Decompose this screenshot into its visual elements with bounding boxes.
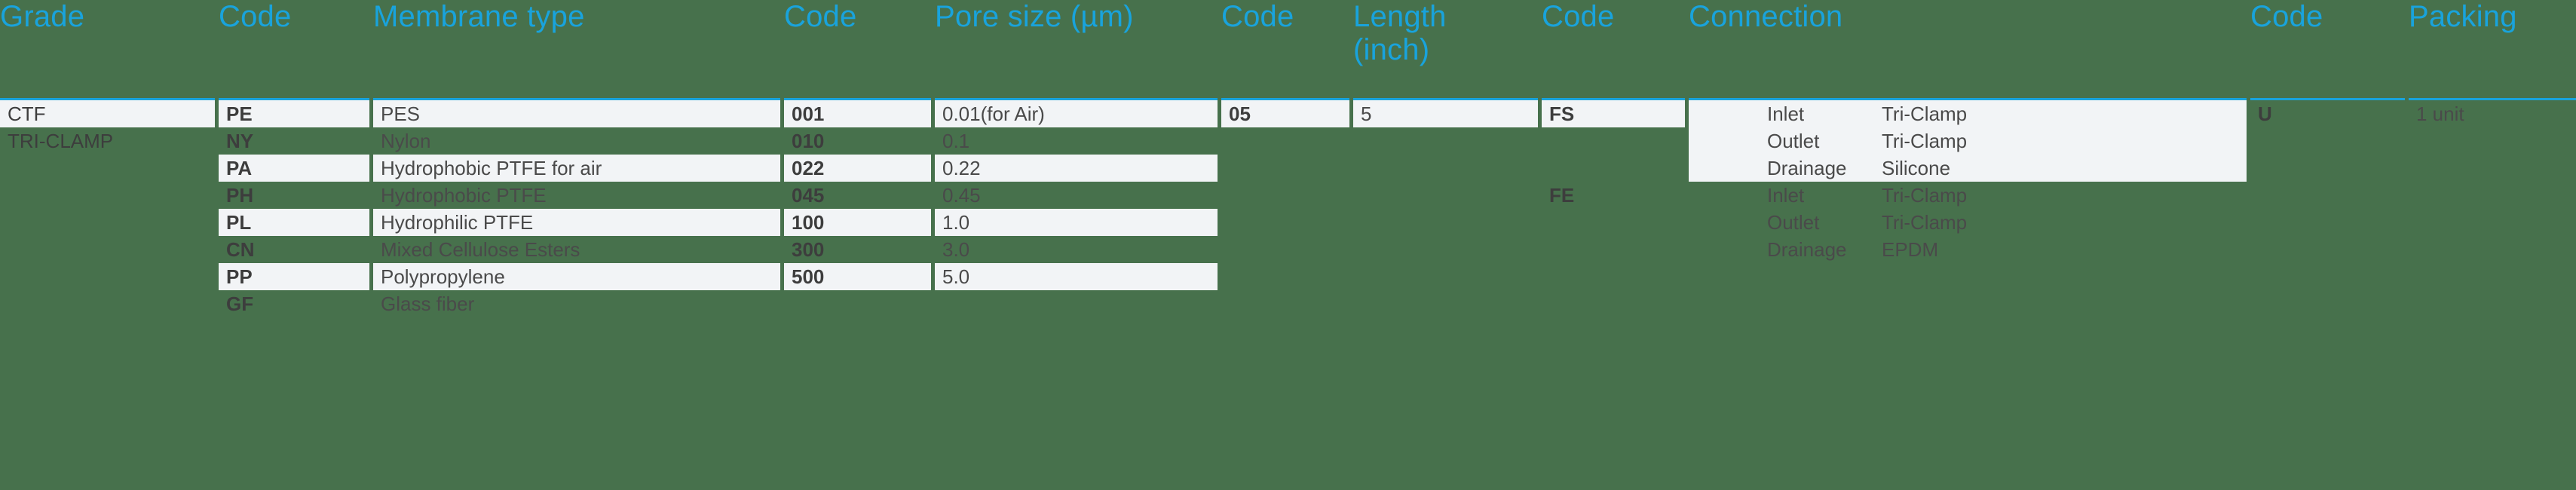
table-cell-pore-code: 010 bbox=[792, 130, 825, 152]
table-cell-membrane-code: GF bbox=[226, 292, 254, 315]
table-cell-membrane-type: Glass fiber bbox=[381, 292, 475, 315]
connection-port-value: Tri-Clamp bbox=[1882, 211, 1968, 234]
header-rule-length-code bbox=[1221, 98, 1349, 100]
connection-port-label: Inlet bbox=[1767, 103, 1805, 125]
column-header-length: Length (inch) bbox=[1353, 0, 1447, 66]
column-header-pore-code: Code bbox=[784, 0, 857, 33]
header-rule-pore-size bbox=[935, 98, 1218, 100]
connection-row: Inlet Tri-Clamp bbox=[1689, 182, 2247, 209]
table-cell-membrane-type: Nylon bbox=[381, 130, 431, 152]
connection-port-value: EPDM bbox=[1882, 238, 1939, 261]
table-cell-pore-code: 500 bbox=[784, 263, 931, 290]
table-cell-membrane-code: PA bbox=[219, 155, 369, 182]
table-cell-pore-size: 0.1 bbox=[942, 130, 970, 152]
cells-connection: Inlet Tri-Clamp Outlet Tri-Clamp Drainag… bbox=[1689, 100, 2247, 263]
header-rule-length bbox=[1353, 98, 1538, 100]
connection-port-value: Silicone bbox=[1882, 157, 1951, 179]
table-cell-pore-size: 0.01(for Air) bbox=[935, 100, 1218, 127]
header-rule-pore-code bbox=[784, 98, 931, 100]
table-cell-membrane-type: PES bbox=[373, 100, 780, 127]
connection-group: Inlet Tri-Clamp Outlet Tri-Clamp Drainag… bbox=[1689, 182, 2247, 263]
connection-port-label: Drainage bbox=[1767, 238, 1847, 261]
table-cell-pore-code: 022 bbox=[784, 155, 931, 182]
table-cell-pore-size: 1.0 bbox=[935, 209, 1218, 236]
table-cell-membrane-code: PH bbox=[226, 184, 254, 207]
connection-port-value: Tri-Clamp bbox=[1882, 130, 1968, 152]
table-cell-membrane-type: Hydrophobic PTFE for air bbox=[373, 155, 780, 182]
column-header-connection-code: Code bbox=[1542, 0, 1615, 33]
column-header-grade: Grade bbox=[0, 0, 85, 33]
table-cell-pore-size: 3.0 bbox=[942, 238, 970, 261]
header-rule-packing bbox=[2409, 98, 2576, 100]
connection-port-label: Outlet bbox=[1767, 130, 1820, 152]
connection-row: Outlet Tri-Clamp bbox=[1689, 209, 2247, 236]
cells-connection-code: FS FE bbox=[1542, 100, 1685, 209]
table-cell-membrane-type: Hydrophilic PTFE bbox=[373, 209, 780, 236]
column-header-length-code: Code bbox=[1221, 0, 1294, 33]
cells-packing: 1 unit bbox=[2409, 100, 2576, 127]
header-rule-grade bbox=[0, 98, 215, 100]
table-cell-length-code: 05 bbox=[1221, 100, 1349, 127]
table-cell-pore-size: 0.45 bbox=[942, 184, 981, 207]
table-cell-grade: TRI-CLAMP bbox=[8, 130, 114, 152]
table-cell-membrane-type: Polypropylene bbox=[373, 263, 780, 290]
cells-membrane-type: PES Nylon Hydrophobic PTFE for air Hydro… bbox=[373, 100, 780, 317]
connection-port-value: Tri-Clamp bbox=[1882, 184, 1968, 207]
table-cell-pore-code: 045 bbox=[792, 184, 825, 207]
connection-port-label: Drainage bbox=[1767, 157, 1847, 179]
table-cell-membrane-code: PL bbox=[219, 209, 369, 236]
table-cell-pore-code: 001 bbox=[784, 100, 931, 127]
cells-pore-size: 0.01(for Air) 0.1 0.22 0.45 1.0 3.0 5.0 bbox=[935, 100, 1218, 290]
table-cell-membrane-code: CN bbox=[226, 238, 255, 261]
table-cell-membrane-type: Mixed Cellulose Esters bbox=[381, 238, 580, 261]
header-rule-membrane-type bbox=[373, 98, 780, 100]
spacer-cell bbox=[1542, 155, 1685, 182]
table-cell-packing: 1 unit bbox=[2416, 103, 2464, 125]
connection-row: Drainage Silicone bbox=[1689, 155, 2247, 182]
column-header-packing: Packing bbox=[2409, 0, 2517, 33]
table-cell-connection-code: FE bbox=[1549, 184, 1575, 207]
table-cell-membrane-code: PP bbox=[219, 263, 369, 290]
table-cell-pore-size: 5.0 bbox=[935, 263, 1218, 290]
header-rule-membrane-code bbox=[219, 98, 369, 100]
cells-length-code: 05 bbox=[1221, 100, 1349, 127]
connection-row: Outlet Tri-Clamp bbox=[1689, 127, 2247, 155]
column-header-membrane-type: Membrane type bbox=[373, 0, 585, 33]
column-header-membrane-code: Code bbox=[219, 0, 292, 33]
connection-port-label: Outlet bbox=[1767, 211, 1820, 234]
table-cell-pore-size: 0.22 bbox=[935, 155, 1218, 182]
connection-group-panel-fs bbox=[1689, 100, 2247, 182]
table-cell-pore-code: 100 bbox=[784, 209, 931, 236]
column-header-pore-size: Pore size (µm) bbox=[935, 0, 1134, 33]
table-cell-connection-code: FS bbox=[1542, 100, 1685, 127]
cells-length: 5 bbox=[1353, 100, 1538, 127]
header-rule-connection-code bbox=[1542, 98, 1685, 100]
cells-pore-code: 001 010 022 045 100 300 500 bbox=[784, 100, 931, 290]
table-cell-packing-code: U bbox=[2258, 103, 2272, 125]
connection-port-value: Tri-Clamp bbox=[1882, 103, 1968, 125]
header-rule-packing-code bbox=[2250, 98, 2405, 100]
spacer-cell bbox=[1542, 127, 1685, 155]
cells-packing-code: U bbox=[2250, 100, 2405, 127]
table-cell-pore-code: 300 bbox=[792, 238, 825, 261]
header-rule-connection bbox=[1689, 98, 2247, 100]
table-cell-grade: CTF bbox=[0, 100, 215, 127]
connection-port-label: Inlet bbox=[1767, 184, 1805, 207]
table-cell-membrane-type: Hydrophobic PTFE bbox=[381, 184, 547, 207]
connection-group: Inlet Tri-Clamp Outlet Tri-Clamp Drainag… bbox=[1689, 100, 2247, 182]
table-cell-membrane-code: NY bbox=[226, 130, 254, 152]
column-header-connection: Connection bbox=[1689, 0, 1843, 33]
cells-grade: CTF TRI-CLAMP bbox=[0, 100, 215, 155]
column-header-packing-code: Code bbox=[2250, 0, 2323, 33]
connection-row: Inlet Tri-Clamp bbox=[1689, 100, 2247, 127]
table-cell-length: 5 bbox=[1353, 100, 1538, 127]
connection-row: Drainage EPDM bbox=[1689, 236, 2247, 263]
table-cell-membrane-code: PE bbox=[219, 100, 369, 127]
cells-membrane-code: PE NY PA PH PL CN PP GF bbox=[219, 100, 369, 317]
